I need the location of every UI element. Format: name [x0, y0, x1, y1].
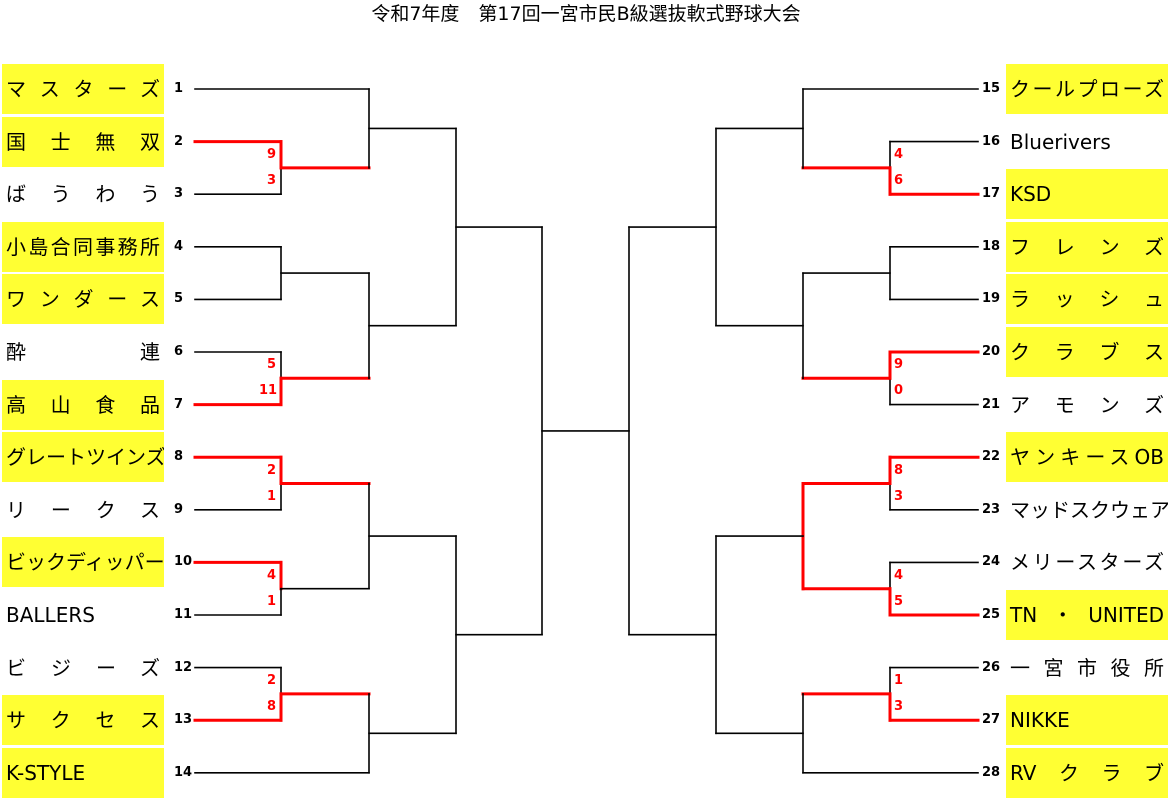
team-right-28: RVクラブ: [1006, 747, 1168, 798]
seed-number: 2: [174, 133, 184, 149]
score-bottom: 6: [894, 172, 904, 188]
seed-number: 20: [982, 344, 1001, 359]
seed-number: 13: [174, 712, 193, 728]
team-left-14: K-STYLE: [2, 747, 164, 798]
score-bottom: 1: [267, 488, 277, 504]
team-right-18: フレンズ: [1006, 221, 1168, 272]
score-top: 4: [267, 567, 277, 583]
team-left-4: 小島合同事務所: [2, 221, 164, 272]
score-top: 2: [267, 672, 277, 688]
score-top: 4: [894, 567, 904, 583]
score-bottom: 5: [894, 593, 904, 609]
score-top: 4: [894, 146, 904, 162]
score-bottom: 1: [267, 593, 277, 609]
seed-number: 26: [982, 659, 1001, 675]
team-right-27: NIKKE: [1006, 695, 1168, 746]
seed-number: 7: [174, 396, 184, 412]
team-right-23: マッドスクウェア: [1010, 497, 1168, 522]
score-top: 5: [267, 357, 277, 373]
seed-number: 21: [982, 396, 1001, 412]
team-right-21: アモンズ: [1010, 392, 1164, 417]
score-top: 8: [894, 462, 904, 478]
seed-number: 28: [982, 764, 1001, 780]
seed-number: 11: [174, 607, 193, 622]
page-title: 令和7年度 第17回一宮市民B級選抜軟式野球大会: [371, 3, 801, 25]
seed-number: 10: [174, 554, 193, 570]
team-right-20: クラブス: [1006, 327, 1168, 377]
team-left-10: ビックディッパーズ: [2, 537, 164, 588]
team-right-17: KSD: [1006, 169, 1168, 220]
team-left-6: 酔 連: [6, 340, 160, 364]
seed-number: 6: [174, 344, 184, 359]
team-left-1: マスターズ: [2, 64, 164, 114]
seed-number: 17: [982, 186, 1001, 202]
seed-number: 5: [174, 291, 184, 307]
seed-number: 22: [982, 449, 1001, 465]
team-right-26: 一宮市役所: [1010, 655, 1164, 680]
team-left-2: 国士無双: [2, 116, 164, 167]
score-bottom: 0: [894, 383, 904, 399]
seed-number: 3: [174, 186, 184, 202]
score-bottom: 8: [267, 698, 277, 714]
seed-number: 8: [174, 449, 184, 465]
score-top: 9: [894, 357, 904, 373]
team-right-19: ラッシュ: [1006, 274, 1168, 325]
seed-number: 18: [982, 238, 1001, 254]
team-left-3: ばうわう: [6, 182, 160, 207]
seed-number: 1: [174, 81, 184, 96]
team-left-11: BALLERS: [6, 603, 95, 627]
seed-number: 24: [982, 554, 1001, 570]
score-top: 1: [894, 672, 904, 688]
team-right-22: ヤンキースOB: [1006, 432, 1168, 483]
team-right-25: TN・UNITED: [1006, 590, 1168, 640]
team-right-24: メリースターズ: [1010, 550, 1164, 575]
score-bottom: 11: [259, 383, 278, 399]
team-left-12: ビジーズ: [6, 655, 160, 680]
seed-number: 25: [982, 607, 1001, 622]
seed-number: 9: [174, 501, 184, 517]
team-left-5: ワンダース: [2, 274, 164, 325]
seed-number: 23: [982, 501, 1001, 517]
score-bottom: 3: [267, 172, 277, 188]
seed-number: 4: [174, 238, 184, 254]
score-top: 9: [267, 146, 277, 162]
seed-number: 14: [174, 764, 193, 780]
team-left-8: グレートツインズ: [2, 432, 164, 483]
seed-number: 27: [982, 712, 1001, 728]
team-left-7: 高山食品: [2, 379, 164, 430]
score-bottom: 3: [894, 698, 904, 714]
score-top: 2: [267, 462, 277, 478]
team-right-16: Bluerivers: [1010, 129, 1111, 154]
seed-number: 12: [174, 659, 193, 675]
seed-number: 19: [982, 291, 1001, 307]
team-left-9: リークス: [6, 497, 160, 522]
seed-number: 15: [982, 81, 1001, 96]
team-right-15: クールプローズ: [1006, 64, 1168, 114]
score-bottom: 3: [894, 488, 904, 504]
seed-number: 16: [982, 133, 1001, 149]
team-left-13: サクセス: [2, 695, 164, 746]
